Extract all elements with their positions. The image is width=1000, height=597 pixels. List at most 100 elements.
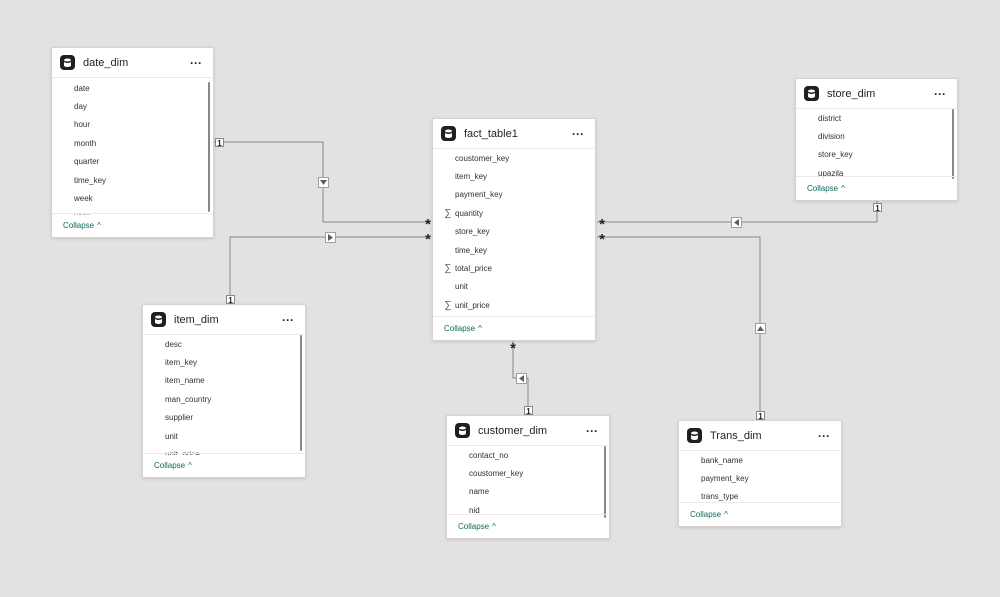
chevron-up-icon: ^ <box>724 510 728 519</box>
more-options-icon[interactable]: ··· <box>572 126 584 141</box>
table-icon <box>60 55 75 70</box>
field-item[interactable]: ∑quantity <box>433 204 595 222</box>
field-item[interactable]: item_key <box>165 358 198 368</box>
cardinality-one-trans: 1 <box>756 411 765 421</box>
table-icon <box>441 126 456 141</box>
field-item[interactable]: unit <box>455 282 468 292</box>
filter-direction-down-icon[interactable] <box>318 177 329 188</box>
cardinality-many-trans: * <box>599 231 605 248</box>
scrollbar[interactable] <box>300 335 302 451</box>
field-list[interactable]: coustomer_key item_key payment_key ∑quan… <box>433 149 595 321</box>
table-card-trans-dim[interactable]: Trans_dim ··· bank_name payment_key tran… <box>678 420 842 527</box>
more-options-icon[interactable]: ··· <box>282 312 294 327</box>
more-options-icon[interactable]: ··· <box>190 55 202 70</box>
chevron-up-icon: ^ <box>188 461 192 470</box>
collapse-label: Collapse <box>63 221 95 230</box>
collapse-button[interactable]: Collapse ^ <box>796 176 957 200</box>
collapse-button[interactable]: Collapse ^ <box>433 316 595 340</box>
collapse-label: Collapse <box>807 184 839 193</box>
filter-direction-left-icon[interactable] <box>516 373 527 384</box>
cardinality-many-date: * <box>425 216 431 233</box>
collapse-button[interactable]: Collapse ^ <box>52 213 213 237</box>
collapse-label: Collapse <box>154 461 186 470</box>
table-header[interactable]: store_dim ··· <box>796 79 957 109</box>
field-item[interactable]: store_key <box>455 227 490 237</box>
field-item[interactable]: desc <box>165 339 182 349</box>
field-item[interactable]: coustomer_key <box>455 153 510 163</box>
field-item[interactable]: payment_key <box>455 190 503 200</box>
chevron-up-icon: ^ <box>478 324 482 333</box>
table-header[interactable]: Trans_dim ··· <box>679 421 841 451</box>
scrollbar[interactable] <box>208 82 210 212</box>
field-item[interactable]: time_key <box>74 175 107 185</box>
cardinality-many-customer: * <box>510 340 516 357</box>
sum-icon: ∑ <box>444 299 452 311</box>
field-item[interactable]: upazila <box>818 168 844 178</box>
table-header[interactable]: customer_dim ··· <box>447 416 609 446</box>
field-item[interactable]: division <box>818 132 845 142</box>
collapse-button[interactable]: Collapse ^ <box>679 502 841 526</box>
filter-direction-right-icon[interactable] <box>325 232 336 243</box>
field-item[interactable]: supplier <box>165 413 194 423</box>
field-item[interactable]: unit_price <box>165 450 200 455</box>
field-list[interactable]: date day hour month quarter time_key wee… <box>52 78 213 215</box>
field-label: total_price <box>455 264 492 274</box>
table-card-date-dim[interactable]: date_dim ··· date day hour month quarter… <box>51 47 214 238</box>
field-list[interactable]: bank_name payment_key trans_type <box>679 451 841 507</box>
table-header[interactable]: item_dim ··· <box>143 305 305 335</box>
table-title: Trans_dim <box>710 429 762 442</box>
more-options-icon[interactable]: ··· <box>586 423 598 438</box>
table-card-store-dim[interactable]: store_dim ··· district division store_ke… <box>795 78 958 201</box>
table-title: fact_table1 <box>464 127 518 140</box>
field-item[interactable]: contact_no <box>469 450 509 460</box>
field-item[interactable]: hour <box>74 120 91 130</box>
table-card-item-dim[interactable]: item_dim ··· desc item_key item_name man… <box>142 304 306 478</box>
table-title: item_dim <box>174 313 219 326</box>
table-title: customer_dim <box>478 424 548 437</box>
field-item[interactable]: payment_key <box>701 474 749 484</box>
scrollbar[interactable] <box>952 109 954 179</box>
filter-direction-up-icon[interactable] <box>755 323 766 334</box>
scrollbar[interactable] <box>604 446 606 518</box>
field-item[interactable]: ∑unit_price <box>433 296 595 314</box>
field-item[interactable]: day <box>74 102 87 112</box>
sum-icon: ∑ <box>444 263 452 275</box>
field-item[interactable]: man_country <box>165 394 212 404</box>
field-item[interactable]: coustomer_key <box>469 469 524 479</box>
field-item[interactable]: item_key <box>455 172 488 182</box>
collapse-button[interactable]: Collapse ^ <box>447 514 609 538</box>
cardinality-one-item: 1 <box>226 295 235 305</box>
table-header[interactable]: fact_table1 ··· <box>433 119 595 149</box>
field-list[interactable]: district division store_key upazila <box>796 109 957 179</box>
table-card-customer-dim[interactable]: customer_dim ··· contact_no coustomer_ke… <box>446 415 610 539</box>
field-item[interactable]: trans_type <box>701 492 739 502</box>
field-label: quantity <box>455 208 484 218</box>
collapse-button[interactable]: Collapse ^ <box>143 453 305 477</box>
cardinality-many-store: * <box>599 216 605 233</box>
table-title: date_dim <box>83 56 129 69</box>
more-options-icon[interactable]: ··· <box>934 86 946 101</box>
filter-direction-left-icon[interactable] <box>731 217 742 228</box>
field-item[interactable]: unit <box>165 431 178 441</box>
table-icon <box>151 312 166 327</box>
field-item[interactable]: time_key <box>455 245 488 255</box>
field-item[interactable]: store_key <box>818 150 853 160</box>
cardinality-one-store: 1 <box>873 203 882 213</box>
field-list[interactable]: contact_no coustomer_key name nid <box>447 446 609 518</box>
field-item[interactable]: ∑total_price <box>433 259 595 277</box>
field-list[interactable]: desc item_key item_name man_country supp… <box>143 335 305 455</box>
field-item[interactable]: date <box>74 83 90 93</box>
field-item[interactable]: nid <box>469 505 480 515</box>
table-header[interactable]: date_dim ··· <box>52 48 213 78</box>
field-item[interactable]: item_name <box>165 376 205 386</box>
field-item[interactable]: bank_name <box>701 455 743 465</box>
field-item[interactable]: name <box>469 487 490 497</box>
more-options-icon[interactable]: ··· <box>818 428 830 443</box>
field-item[interactable]: week <box>74 194 93 204</box>
field-item[interactable]: month <box>74 138 97 148</box>
field-item[interactable]: quarter <box>74 157 100 167</box>
table-card-fact-table1[interactable]: fact_table1 ··· coustomer_key item_key p… <box>432 118 596 341</box>
field-item[interactable]: district <box>818 113 842 123</box>
chevron-up-icon: ^ <box>97 221 101 230</box>
